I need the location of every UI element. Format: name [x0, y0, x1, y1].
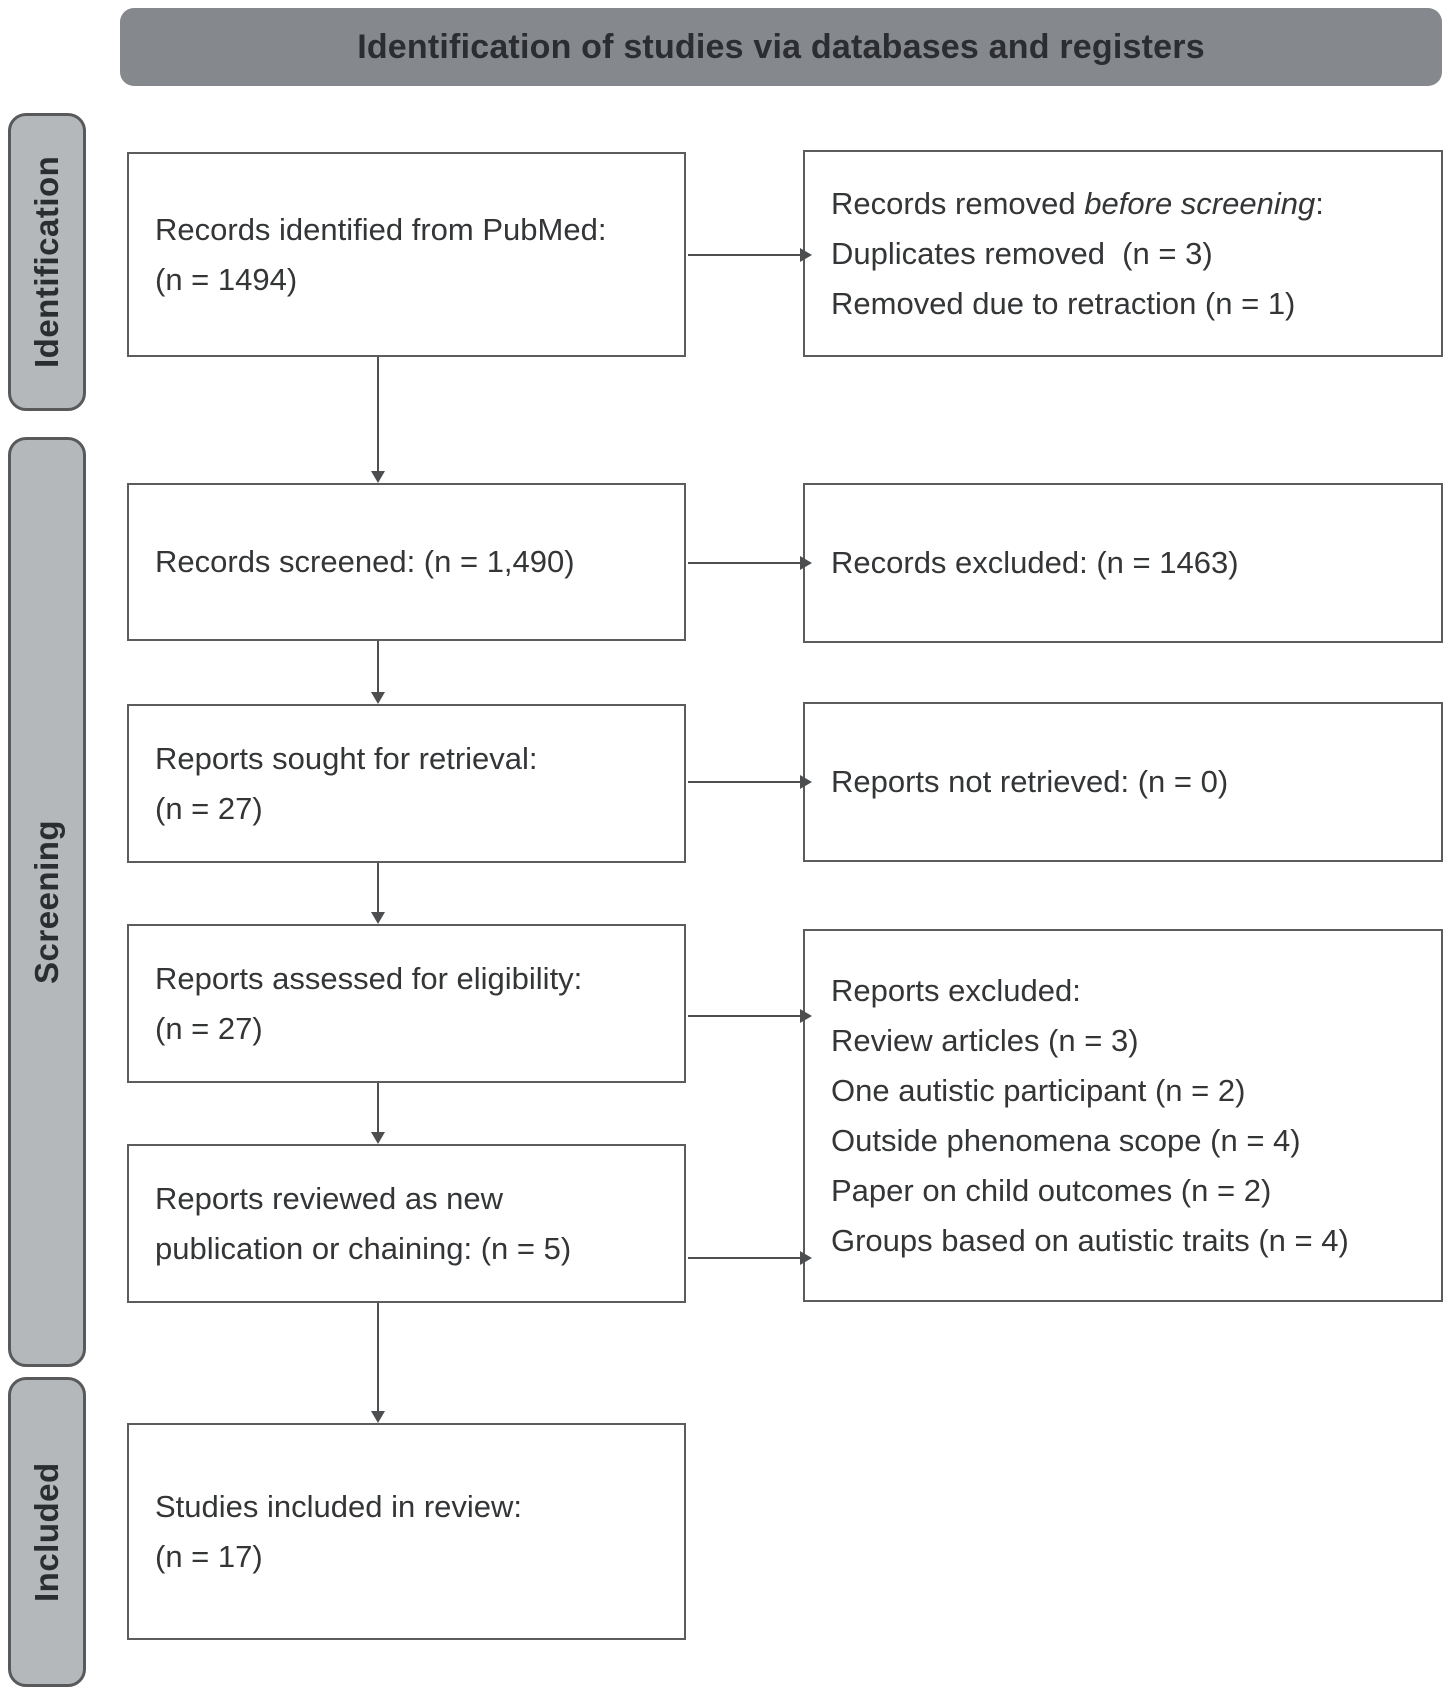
box-text-line: Reports reviewed as new — [155, 1180, 504, 1216]
diagram-title: Identification of studies via databases … — [357, 27, 1205, 66]
box-text-line: (n = 27) — [155, 1010, 263, 1046]
stage-label-included: Included — [28, 1462, 65, 1602]
arrow-assessed-to-excluded-reasons — [688, 1009, 812, 1023]
box-text-line: Duplicates removed (n = 3) — [831, 235, 1213, 271]
arrow-identified-to-screened — [371, 357, 385, 483]
box-text-line: Records screened: (n = 1,490) — [155, 544, 575, 579]
box-text-line: Reports not retrieved: (n = 0) — [831, 764, 1229, 799]
stage-bar-identification: Identification — [8, 113, 86, 411]
arrow-reviewed-to-excluded-reasons — [688, 1251, 812, 1265]
text-segment: : — [1315, 185, 1324, 221]
diagram-title-bar: Identification of studies via databases … — [120, 8, 1442, 86]
box-text-line: Removed due to retraction (n = 1) — [831, 285, 1296, 321]
box-reports-reviewed: Reports reviewed as new publication or c… — [127, 1144, 686, 1303]
box-studies-included: Studies included in review: (n = 17) — [127, 1423, 686, 1640]
box-text-line: publication or chaining: (n = 5) — [155, 1230, 572, 1266]
box-records-identified: Records identified from PubMed: (n = 149… — [127, 152, 686, 357]
text-segment-italic: before screening — [1084, 185, 1316, 221]
arrow-assessed-to-reviewed — [371, 1083, 385, 1144]
arrow-sought-to-not-retrieved — [688, 775, 812, 789]
box-text-line: Outside phenomena scope (n = 4) — [831, 1122, 1301, 1158]
box-text-line: One autistic participant (n = 2) — [831, 1072, 1246, 1108]
box-text-line: Records removed before screening: — [831, 179, 1324, 229]
box-text-line: Reports excluded: — [831, 972, 1081, 1008]
stage-bar-included: Included — [8, 1377, 86, 1687]
stage-label-screening: Screening — [28, 819, 65, 985]
box-text-line: Records excluded: (n = 1463) — [831, 545, 1239, 580]
box-text-line: Reports assessed for eligibility: — [155, 960, 583, 996]
box-reports-excluded-reasons: Reports excluded: Review articles (n = 3… — [803, 929, 1443, 1302]
box-text-line: Studies included in review: — [155, 1488, 523, 1524]
arrow-sought-to-assessed — [371, 863, 385, 924]
box-text-line: (n = 1494) — [155, 261, 298, 297]
arrow-screened-to-excluded — [688, 556, 812, 570]
box-records-removed-before-screening: Records removed before screening: Duplic… — [803, 150, 1443, 357]
box-reports-sought: Reports sought for retrieval: (n = 27) — [127, 704, 686, 863]
box-text-line: Groups based on autistic traits (n = 4) — [831, 1222, 1349, 1258]
stage-bar-screening: Screening — [8, 437, 86, 1367]
box-reports-assessed: Reports assessed for eligibility: (n = 2… — [127, 924, 686, 1083]
text-segment: Records removed — [831, 185, 1085, 221]
arrow-reviewed-to-included — [371, 1303, 385, 1423]
arrow-identified-to-removed — [688, 248, 812, 262]
box-text-line: (n = 27) — [155, 790, 263, 826]
box-text-line: Review articles (n = 3) — [831, 1022, 1139, 1058]
box-text-line: (n = 17) — [155, 1538, 263, 1574]
box-text-line: Paper on child outcomes (n = 2) — [831, 1172, 1272, 1208]
box-reports-not-retrieved: Reports not retrieved: (n = 0) — [803, 702, 1443, 862]
box-records-excluded: Records excluded: (n = 1463) — [803, 483, 1443, 643]
stage-label-identification: Identification — [28, 155, 65, 369]
box-records-screened: Records screened: (n = 1,490) — [127, 483, 686, 641]
box-text-line: Records identified from PubMed: — [155, 211, 607, 247]
box-text-line: Reports sought for retrieval: — [155, 740, 538, 776]
arrow-screened-to-sought — [371, 641, 385, 704]
